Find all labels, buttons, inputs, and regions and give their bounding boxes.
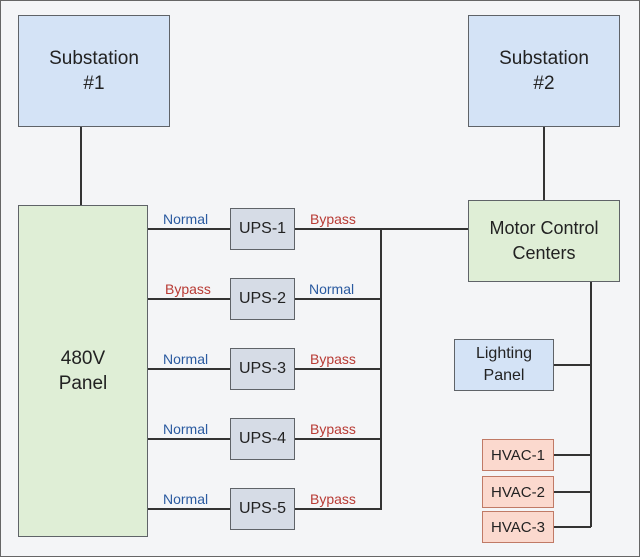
ups-2-output-label: Normal [309, 281, 355, 297]
hvac-3: HVAC-3 [482, 511, 554, 543]
line-hvac3-feeder [554, 526, 591, 528]
line-hvac2-feeder [554, 491, 591, 493]
line-sub2-mcc [543, 127, 545, 200]
ups-3: UPS-3 [230, 348, 295, 390]
mcc-feeder-bus [590, 282, 592, 527]
line-ups1-bus [295, 228, 381, 230]
ups-4-output-label: Bypass [310, 421, 356, 437]
substation-2: Substation #2 [468, 15, 620, 127]
line-ups5-bus [295, 508, 381, 510]
ups-2: UPS-2 [230, 278, 295, 320]
ups-5-input-label: Normal [163, 491, 209, 507]
line-panel-ups3 [148, 368, 230, 370]
ups-1: UPS-1 [230, 208, 295, 250]
ups-1-input-label: Normal [163, 211, 209, 227]
ups-3-input-label: Normal [163, 351, 209, 367]
line-hvac1-feeder [554, 454, 591, 456]
panel-480v: 480V Panel [18, 205, 148, 537]
ups-4: UPS-4 [230, 418, 295, 460]
ups-1-output-label: Bypass [310, 211, 356, 227]
ups-5-output-label: Bypass [310, 491, 356, 507]
ups-2-input-label: Bypass [165, 281, 211, 297]
line-ups2-bus [295, 298, 381, 300]
ups-3-output-label: Bypass [310, 351, 356, 367]
motor-control-centers: Motor Control Centers [468, 200, 620, 282]
line-ups3-bus [295, 368, 381, 370]
hvac-1: HVAC-1 [482, 439, 554, 471]
line-ups4-bus [295, 438, 381, 440]
ups-5: UPS-5 [230, 488, 295, 530]
ups-output-bus [380, 228, 382, 510]
hvac-2: HVAC-2 [482, 476, 554, 508]
lighting-panel: Lighting Panel [454, 339, 554, 391]
line-panel-ups2 [148, 298, 230, 300]
line-panel-ups4 [148, 438, 230, 440]
line-lighting-feeder [553, 364, 591, 366]
line-sub1-panel [80, 127, 82, 205]
line-panel-ups5 [148, 508, 230, 510]
line-panel-ups1 [148, 228, 230, 230]
substation-1: Substation #1 [18, 15, 170, 127]
ups-4-input-label: Normal [163, 421, 209, 437]
line-bus-mcc [380, 228, 468, 230]
